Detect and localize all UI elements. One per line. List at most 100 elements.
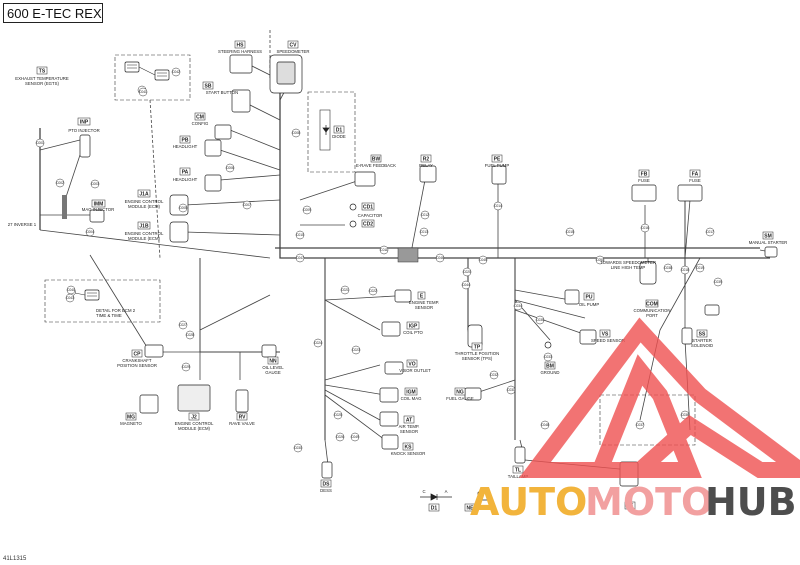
watermark-moto: MOTO [585,480,713,524]
circuit-callout-circle [635,420,645,430]
circuit-callout-circle [225,163,235,173]
circuit-callout: C004 [85,227,95,237]
circuit-callout-label: C041 [139,90,147,94]
circuit-callout: C033 [543,352,553,362]
svg-text:KNOCK SENSOR: KNOCK SENSOR [391,451,426,456]
circuit-callout: C038 [663,263,673,273]
svg-text:IGM: IGM [406,390,415,396]
label-bm: BM GROUND [540,361,560,375]
circuit-callout: C032 [489,370,499,380]
svg-text:BW: BW [372,157,381,163]
svg-text:COIL MAG: COIL MAG [401,396,423,401]
circuit-callout: C048 [540,420,550,430]
svg-text:OIL PUMP: OIL PUMP [579,302,600,307]
circuit-callout-label: C038 [664,266,672,270]
circuit-callout: C030 [293,443,303,453]
circuit-callout-circle [419,227,429,237]
circuit-callout-label: C003 [91,182,99,186]
circuit-callout-label: C002 [56,181,64,185]
circuit-callout: C018 [680,265,690,275]
circuit-callout: C035 [535,315,545,325]
right-note-2: LINE HIGH TEMP [611,265,646,270]
circuit-callout: C015 [565,227,575,237]
circuit-callout-label: C042 [172,70,180,74]
label-ks: KS KNOCK SENSOR [391,442,426,456]
svg-text:ENGINE CONTROL: ENGINE CONTROL [175,421,214,426]
circuit-callout-circle [368,286,378,296]
exhaust-note: 27 INVERSE 1 [8,222,37,227]
circuit-callout-circle [335,432,345,442]
component-labels: TS EXHAUST TEMPERATURE SENSOR (EGTS) HS … [8,40,787,512]
svg-text:KS: KS [405,445,413,451]
circuit-callout-circle [461,280,471,290]
svg-text:SENSOR (EGTS): SENSOR (EGTS) [25,81,59,86]
svg-text:FUSE: FUSE [689,178,701,183]
svg-text:VISOR OUTLET: VISOR OUTLET [399,368,431,373]
svg-text:START BUTTON: START BUTTON [206,90,238,95]
circuit-callout: C034 [513,301,523,311]
svg-text:AIR TEMP.: AIR TEMP. [399,424,420,429]
svg-text:PU: PU [586,295,593,301]
circuit-callout: C022 [368,286,378,296]
svg-text:CM: CM [196,115,204,121]
circuit-callout: C029 [181,362,191,372]
circuit-callout-label: C007 [243,203,251,207]
diagram-title: 600 E-TEC REX [3,3,103,23]
circuit-callout-circle [680,265,690,275]
svg-text:GROUND: GROUND [540,370,559,375]
label-pe: PE FUEL PUMP [485,154,509,168]
svg-text:A: A [445,489,448,494]
svg-text:SENSOR (TPS): SENSOR (TPS) [462,356,493,361]
connectors [79,54,778,501]
circuit-callout-circle [293,443,303,453]
circuit-callout-label: C048 [541,423,549,427]
circuit-callout-circle [540,420,550,430]
circuit-callout-label: C013 [420,230,428,234]
circuit-callout: C046 [435,253,445,263]
svg-text:NE: NE [467,506,475,512]
circuit-callout-label: C028 [186,333,194,337]
label-j2: J2 ENGINE CONTROL MODULE (ECM) [175,412,214,431]
circuit-callout-label: C021 [341,288,349,292]
circuit-callout-label: C027 [179,323,187,327]
svg-text:VS: VS [602,332,609,338]
circuit-callout: C043 [65,293,75,303]
svg-text:SB: SB [205,84,212,90]
label-pu: PU OIL PUMP [579,292,600,307]
circuit-callout: C021 [340,285,350,295]
svg-text:PB: PB [182,138,189,144]
svg-text:IGP: IGP [409,324,418,330]
svg-text:ENGINE CONTROL: ENGINE CONTROL [125,199,164,204]
circuit-callout-circle [506,385,516,395]
circuit-callout-label: C039 [714,280,722,284]
circuit-callout: C019 [695,263,705,273]
circuit-callout-circle [171,67,181,77]
label-ne: NE [464,503,476,512]
circuit-callout-label: C035 [536,318,544,322]
circuit-callout-circle [379,245,389,255]
circuit-callout-label: C033 [544,355,552,359]
circuit-callout-label: C016 [641,226,649,230]
circuit-callout: C028 [185,330,195,340]
svg-text:ENGINE CONTROL: ENGINE CONTROL [125,231,164,236]
svg-text:OIL LEVEL: OIL LEVEL [262,365,284,370]
circuit-callout-label: C037 [636,423,644,427]
circuit-callout: C010 [295,230,305,240]
circuit-callout-label: C025 [334,413,342,417]
label-rv: RV RAVE VALVE [229,412,255,426]
svg-text:TL: TL [515,468,521,474]
circuit-callout: C025 [333,410,343,420]
svg-text:FB: FB [641,172,648,178]
svg-text:AT: AT [406,418,412,424]
circuit-callout-circle [35,138,45,148]
svg-text:CD1: CD1 [363,205,373,211]
circuit-callout-circle [178,320,188,330]
svg-text:STEERING HARNESS: STEERING HARNESS [218,49,262,54]
label-cp: CP CRANKSHAFT POSITION SENSOR [117,349,157,368]
label-j1a: J1A ENGINE CONTROL MODULE (ECM) [125,189,164,209]
circuit-callout-label: C044 [462,283,470,287]
svg-text:RF: RF [627,504,634,510]
svg-text:SPEED SENSOR: SPEED SENSOR [591,338,625,343]
label-vo: VO VISOR OUTLET [399,359,431,373]
